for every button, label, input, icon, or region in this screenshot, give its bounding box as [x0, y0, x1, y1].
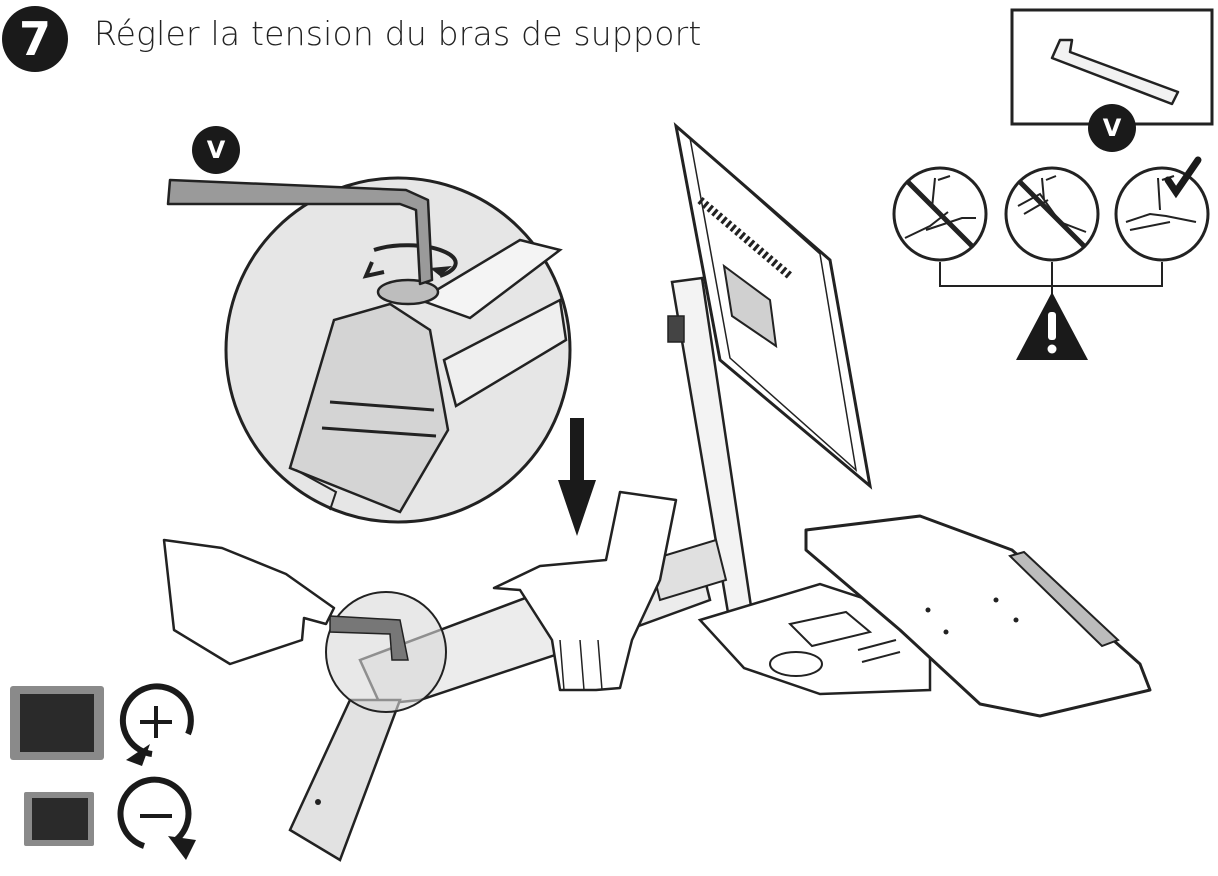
tool-inset-box: [1010, 8, 1214, 126]
left-hand: [162, 538, 336, 666]
warning-options: [892, 156, 1210, 360]
arm-level-check-icon: [1114, 156, 1210, 262]
allen-key-icon: [1050, 38, 1180, 106]
monitor: [673, 122, 873, 490]
step-title: Régler la tension du bras de support: [94, 14, 702, 53]
arm-zoom-marker: [325, 591, 447, 713]
press-down-arrow: [558, 418, 596, 536]
tool-badge-inset: V: [1088, 104, 1136, 152]
step-number-badge: 7: [2, 6, 68, 72]
keyboard-platform: [804, 514, 1152, 718]
light-monitor-icon: [24, 792, 94, 846]
allen-key-large: [166, 178, 434, 286]
zoom-detail-circle: [224, 176, 572, 524]
arm-sagging-crossed-icon: [892, 166, 988, 262]
rotate-plus-icon: [119, 683, 194, 766]
heavy-monitor-icon: [10, 686, 104, 760]
tension-legend: [10, 683, 196, 860]
warning-triangle-icon: [1016, 292, 1088, 360]
tray-base: [697, 582, 932, 696]
right-hand: [492, 490, 678, 692]
tool-badge-large-key: V: [192, 126, 240, 174]
arm-raised-crossed-icon: [1004, 166, 1100, 262]
rotate-minus-icon: [117, 776, 196, 860]
